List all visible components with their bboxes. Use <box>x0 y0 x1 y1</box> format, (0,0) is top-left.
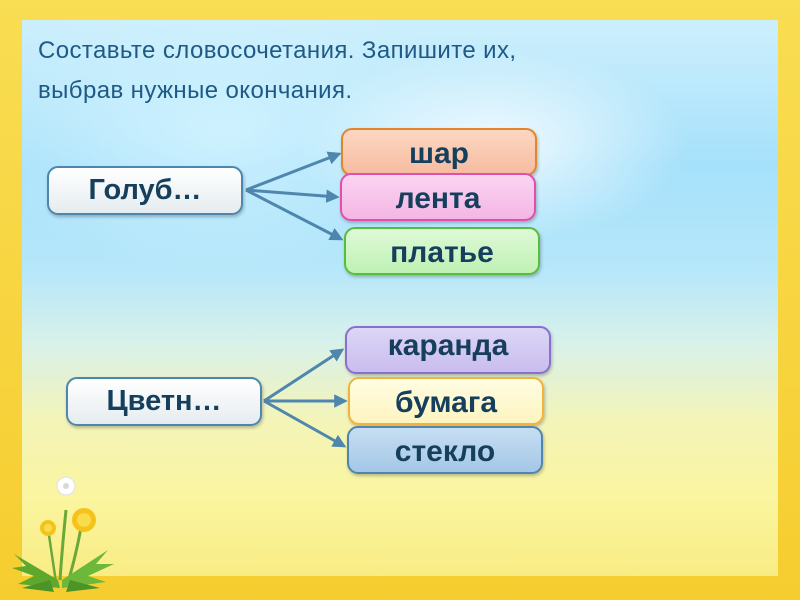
word-label-steklo: стекло <box>394 435 496 468</box>
arrow-tsvetn-steklo <box>263 399 347 448</box>
slide-panel <box>22 20 778 576</box>
word-box-shar[interactable]: шар <box>341 128 537 176</box>
task-title-line-1: Составьте словосочетания. Запишите их, <box>38 37 517 64</box>
word-box-platye[interactable]: платье <box>344 227 540 275</box>
word-label-lenta: лента <box>395 182 481 215</box>
task-title-line-2: выбрав нужные окончания. <box>38 77 353 104</box>
stem-box-tsvetn[interactable]: Цветн… <box>66 377 262 426</box>
stem-label-golub: Голуб… <box>88 174 202 206</box>
word-label-karandash: каранда ш <box>387 329 509 372</box>
dandelion-icon <box>12 476 114 592</box>
word-box-karandash[interactable]: каранда ш <box>345 326 551 374</box>
word-label-bumaga: бумага <box>394 386 498 419</box>
arrow-golub-lenta <box>245 188 340 203</box>
word-label-platye: платье <box>390 236 494 269</box>
stem-box-golub[interactable]: Голуб… <box>47 166 243 215</box>
word-box-bumaga[interactable]: бумага <box>348 377 544 425</box>
word-box-lenta[interactable]: лента <box>340 173 536 221</box>
word-box-steklo[interactable]: стекло <box>347 426 543 474</box>
arrow-golub-shar <box>245 151 342 192</box>
arrow-tsvetn-karandash <box>263 348 345 403</box>
arrow-golub-platye <box>245 188 344 241</box>
word-label-shar: шар <box>408 137 469 170</box>
stem-label-tsvetn: Цветн… <box>106 385 222 417</box>
